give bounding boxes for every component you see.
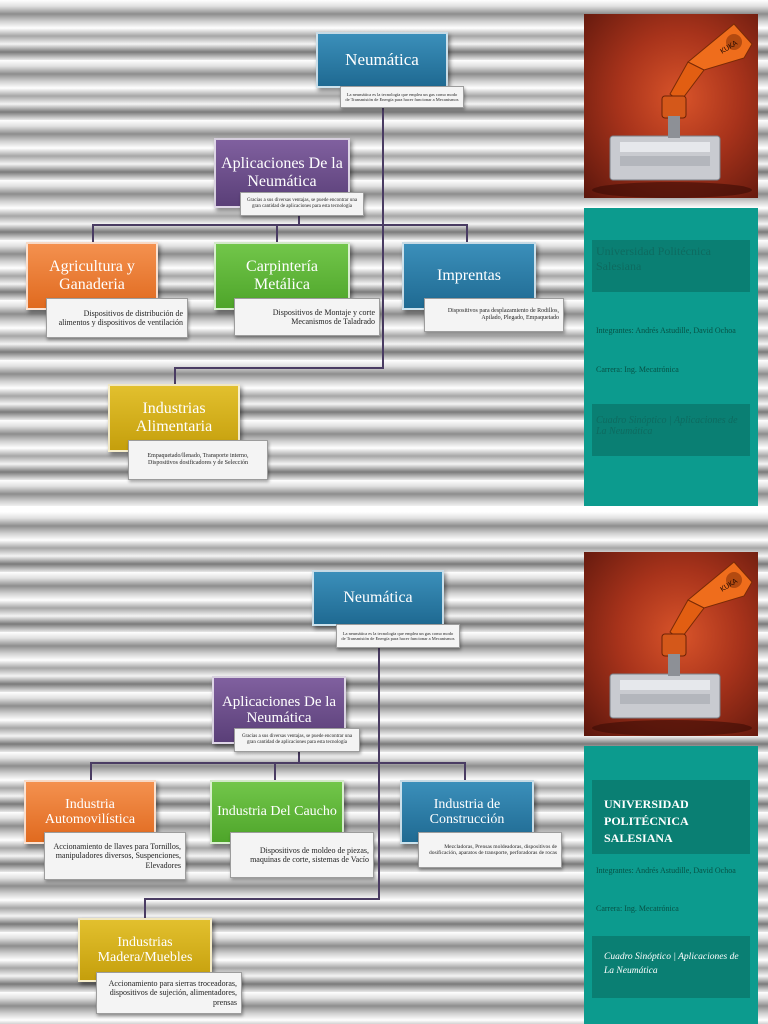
members-text: Integrantes: Andrés Astudille, David Och…: [596, 326, 736, 335]
members-text-2: Integrantes: Andrés Astudille, David Och…: [596, 866, 736, 875]
item-alimentaria-note: Empaquetado/llenado, Transporte interno,…: [128, 440, 268, 480]
item-madera-note: Accionamiento para sierras troceadoras, …: [96, 972, 242, 1014]
subject-band: [592, 404, 750, 456]
university-name-2: UNIVERSIDAD POLITÉCNICA SALESIANA: [604, 797, 689, 845]
connector-root-trunk: [382, 108, 384, 368]
sub-node-2-label: Aplicaciones De la Neumática: [221, 693, 337, 727]
connector-item-2: [276, 224, 278, 242]
item-automovilistica-note-text: Accionamiento de llaves para Tornillos, …: [53, 842, 181, 870]
root-note-2: La neumática es la tecnología que emplea…: [336, 624, 460, 648]
robot-arm-icon-2: KUKA: [592, 561, 753, 736]
connector-item-4-2: [144, 898, 146, 918]
connector-item-3-2: [464, 762, 466, 780]
item-alimentaria-label: Industrias Alimentaria: [135, 400, 213, 435]
university-band-2: [592, 780, 750, 854]
university-name: Universidad Politécnica Salesiana: [596, 244, 711, 273]
info-panel: Universidad Politécnica Salesiana Integr…: [584, 208, 758, 512]
item-alimentaria-note-text: Empaquetado/llenado, Transporte interno,…: [147, 453, 249, 466]
sub-note: Gracias a sus diversas ventajas, se pued…: [240, 192, 364, 216]
connector-item-1-2: [90, 762, 92, 780]
item-agricultura-note-text: Dispositivos de distribución de alimento…: [58, 308, 183, 327]
connector-item-4-bar: [174, 367, 384, 369]
robot-arm-icon: KUKA: [592, 23, 753, 198]
info-panel-2: UNIVERSIDAD POLITÉCNICA SALESIANA Integr…: [584, 746, 758, 1024]
item-caucho-note: Dispositivos de moldeo de piezas, maquin…: [230, 832, 374, 878]
slide-2: Neumática La neumática es la tecnología …: [0, 512, 768, 1024]
sub-note-text: Gracias a sus diversas ventajas, se pued…: [246, 198, 358, 209]
connector-sub-stem: [298, 214, 300, 224]
root-note: La neumática es la tecnología que emplea…: [340, 86, 464, 108]
connector-item-1: [92, 224, 94, 242]
connector-sub-stem-2: [298, 750, 300, 762]
item-agricultura-label: Agricultura y Ganaderia: [49, 258, 135, 293]
subject-band-2: [592, 936, 750, 998]
university-band: [592, 240, 750, 292]
connector-branch-bar-2: [90, 762, 466, 764]
item-construccion-label: Industria de Construcción: [429, 796, 505, 827]
connector-item-4-bar-2: [144, 898, 380, 900]
career-text-2: Carrera: Ing. Mecatrónica: [596, 904, 679, 913]
item-imprentas-note: Dispositivos para desplazamiento de Rodi…: [424, 298, 564, 332]
slide-1: Neumática La neumática es la tecnología …: [0, 0, 768, 512]
connector-branch-bar: [92, 224, 468, 226]
item-madera-note-text: Accionamiento para sierras troceadoras, …: [108, 979, 237, 1007]
root-node-label: Neumática: [345, 49, 419, 69]
subject-text: Cuadro Sinóptico | Aplicaciones de La Ne…: [596, 415, 738, 437]
item-construccion-note-text: Mezcladoras, Prensas moldeadoras, dispos…: [429, 843, 557, 856]
item-madera[interactable]: Industrias Madera/Muebles: [78, 918, 212, 982]
item-imprentas-label: Imprentas: [437, 267, 501, 285]
item-madera-label: Industrias Madera/Muebles: [97, 934, 193, 965]
root-node-2-label: Neumática: [343, 589, 413, 607]
connector-root-trunk-2: [378, 648, 380, 898]
item-caucho-note-text: Dispositivos de moldeo de piezas, maquin…: [250, 845, 369, 864]
root-note-2-text: La neumática es la tecnología que emplea…: [341, 630, 455, 641]
item-caucho-label: Industria Del Caucho: [217, 804, 337, 820]
robot-photo-2: KUKA: [584, 552, 758, 736]
robot-photo: KUKA: [584, 14, 758, 198]
connector-item-4: [174, 367, 176, 385]
item-automovilistica-label: Industria Automovilística: [44, 796, 136, 827]
connector-item-3: [466, 224, 468, 242]
subject-text-2: Cuadro Sinóptico | Aplicaciones de La Ne…: [604, 952, 739, 977]
item-carpinteria-note: Dispositivos de Montaje y corte Mecanism…: [234, 298, 380, 336]
connector-item-2-2: [274, 762, 276, 780]
item-imprentas-note-text: Dispositivos para desplazamiento de Rodi…: [447, 308, 559, 321]
sub-node-label: Aplicaciones De la Neumática: [221, 155, 343, 190]
item-agricultura-note: Dispositivos de distribución de alimento…: [46, 298, 188, 338]
item-automovilistica-note: Accionamiento de llaves para Tornillos, …: [44, 832, 186, 880]
root-note-text: La neumática es la tecnología que emplea…: [345, 91, 459, 102]
item-construccion-note: Mezcladoras, Prensas moldeadoras, dispos…: [418, 832, 562, 868]
root-node-2[interactable]: Neumática: [312, 570, 444, 626]
career-text: Carrera: Ing. Mecatrónica: [596, 365, 679, 374]
sub-note-2: Gracias a sus diversas ventajas, se pued…: [234, 728, 360, 752]
sub-note-2-text: Gracias a sus diversas ventajas, se pued…: [241, 734, 353, 745]
root-node[interactable]: Neumática: [316, 32, 448, 88]
item-carpinteria-label: Carpintería Metálica: [246, 258, 318, 293]
item-carpinteria-note-text: Dispositivos de Montaje y corte Mecanism…: [272, 307, 375, 326]
